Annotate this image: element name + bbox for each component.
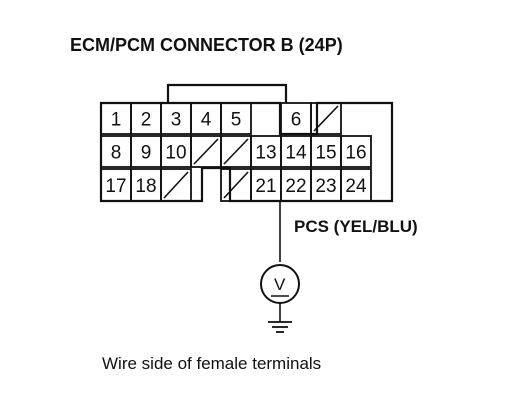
diagram-caption: Wire side of female terminals [102, 354, 321, 373]
terminal-6: 6 [280, 102, 312, 135]
terminal-number: 17 [105, 176, 126, 197]
terminal-number: 21 [255, 176, 276, 197]
terminal-8: 8 [100, 135, 132, 168]
terminal-21: 21 [250, 168, 282, 202]
terminal-number: 22 [285, 176, 306, 197]
terminal-box [310, 102, 342, 135]
ground-icon [268, 303, 292, 333]
terminal-number: 9 [141, 143, 152, 164]
terminal-3: 3 [160, 102, 192, 135]
unused-terminal-slash [163, 171, 189, 199]
terminal-blank [220, 135, 252, 168]
unused-terminal-slash [193, 138, 219, 165]
terminal-blank [310, 102, 342, 135]
unused-terminal-slash [223, 171, 249, 199]
terminal-number: 6 [291, 110, 302, 131]
terminal-number: 16 [345, 143, 366, 164]
terminal-24: 24 [340, 168, 372, 202]
terminal-number: 5 [231, 110, 242, 131]
terminal-number: 4 [201, 110, 212, 131]
terminal-number: 23 [315, 176, 336, 197]
terminal-number: 3 [171, 110, 182, 131]
probe-label: PCS (YEL/BLU) [294, 217, 418, 236]
terminal-number: 8 [111, 143, 122, 164]
terminal-2: 2 [130, 102, 162, 135]
terminal-17: 17 [100, 168, 132, 202]
terminal-9: 9 [130, 135, 162, 168]
voltmeter-icon: V [260, 264, 300, 304]
terminal-5: 5 [220, 102, 252, 135]
unused-terminal-slash [313, 105, 339, 132]
terminal-number: 10 [165, 143, 186, 164]
terminal-number: 14 [285, 143, 307, 164]
terminal-23: 23 [310, 168, 342, 202]
diagram-title: ECM/PCM CONNECTOR B (24P) [70, 35, 343, 55]
terminal-blank [190, 135, 222, 168]
terminal-box [220, 102, 252, 135]
voltmeter-symbol: V [274, 275, 286, 294]
terminal-box [160, 168, 192, 202]
terminal-box [340, 168, 372, 202]
terminal-22: 22 [280, 168, 312, 202]
terminal-number: 24 [345, 176, 367, 197]
unused-terminal-slash [223, 138, 249, 165]
terminal-18: 18 [130, 168, 162, 202]
terminal-number: 15 [315, 143, 336, 164]
terminal-1: 1 [100, 102, 132, 135]
terminal-14: 14 [280, 135, 312, 168]
terminal-number: 1 [111, 110, 122, 131]
terminal-16: 16 [340, 135, 372, 168]
terminal-number: 13 [255, 143, 276, 164]
terminal-blank [160, 168, 192, 202]
connector-lock-tab [166, 83, 288, 103]
terminal-number: 18 [135, 176, 156, 197]
terminal-13: 13 [250, 135, 282, 168]
terminal-10: 10 [160, 135, 192, 168]
terminal-4: 4 [190, 102, 222, 135]
terminal-blank [220, 168, 252, 202]
connector-housing [99, 101, 394, 203]
terminal-number: 2 [141, 110, 152, 131]
terminal-box [340, 135, 372, 168]
terminal-15: 15 [310, 135, 342, 168]
